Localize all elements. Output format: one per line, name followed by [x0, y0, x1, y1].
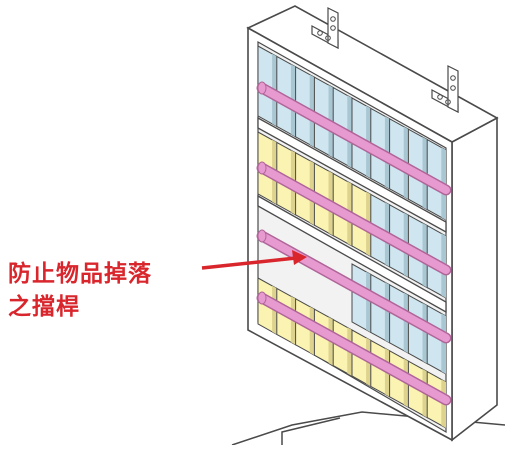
- shelf-board-2: [257, 194, 447, 314]
- cabinet-side-face: [451, 116, 498, 442]
- retaining-rod-2: [258, 164, 450, 274]
- mounting-bracket-icon: [431, 65, 459, 114]
- retaining-rod-3-cap: [257, 229, 267, 243]
- retaining-rod-4: [258, 294, 450, 404]
- shelf-boards: [257, 116, 447, 314]
- bin-blue-side: [441, 313, 446, 374]
- mounting-bracket-icon: [311, 7, 339, 50]
- callout-line-1: 防止物品掉落: [8, 261, 152, 287]
- callout-arrow: [201, 250, 307, 270]
- callout-label: 防止物品掉落 之擋桿: [8, 258, 208, 324]
- callout-line-2: 之擋桿: [8, 294, 80, 320]
- bin-blue-side: [384, 282, 390, 343]
- bin-blue-side: [366, 271, 371, 333]
- shelf-board-1: [257, 116, 447, 234]
- bin-blue-side: [422, 303, 428, 364]
- bin-blue-side: [403, 292, 409, 354]
- retaining-rod-2-cap: [257, 161, 267, 175]
- retaining-rod-1: [258, 84, 450, 194]
- retaining-rod-4-cap: [257, 291, 267, 305]
- retaining-rod-1-cap: [257, 81, 267, 95]
